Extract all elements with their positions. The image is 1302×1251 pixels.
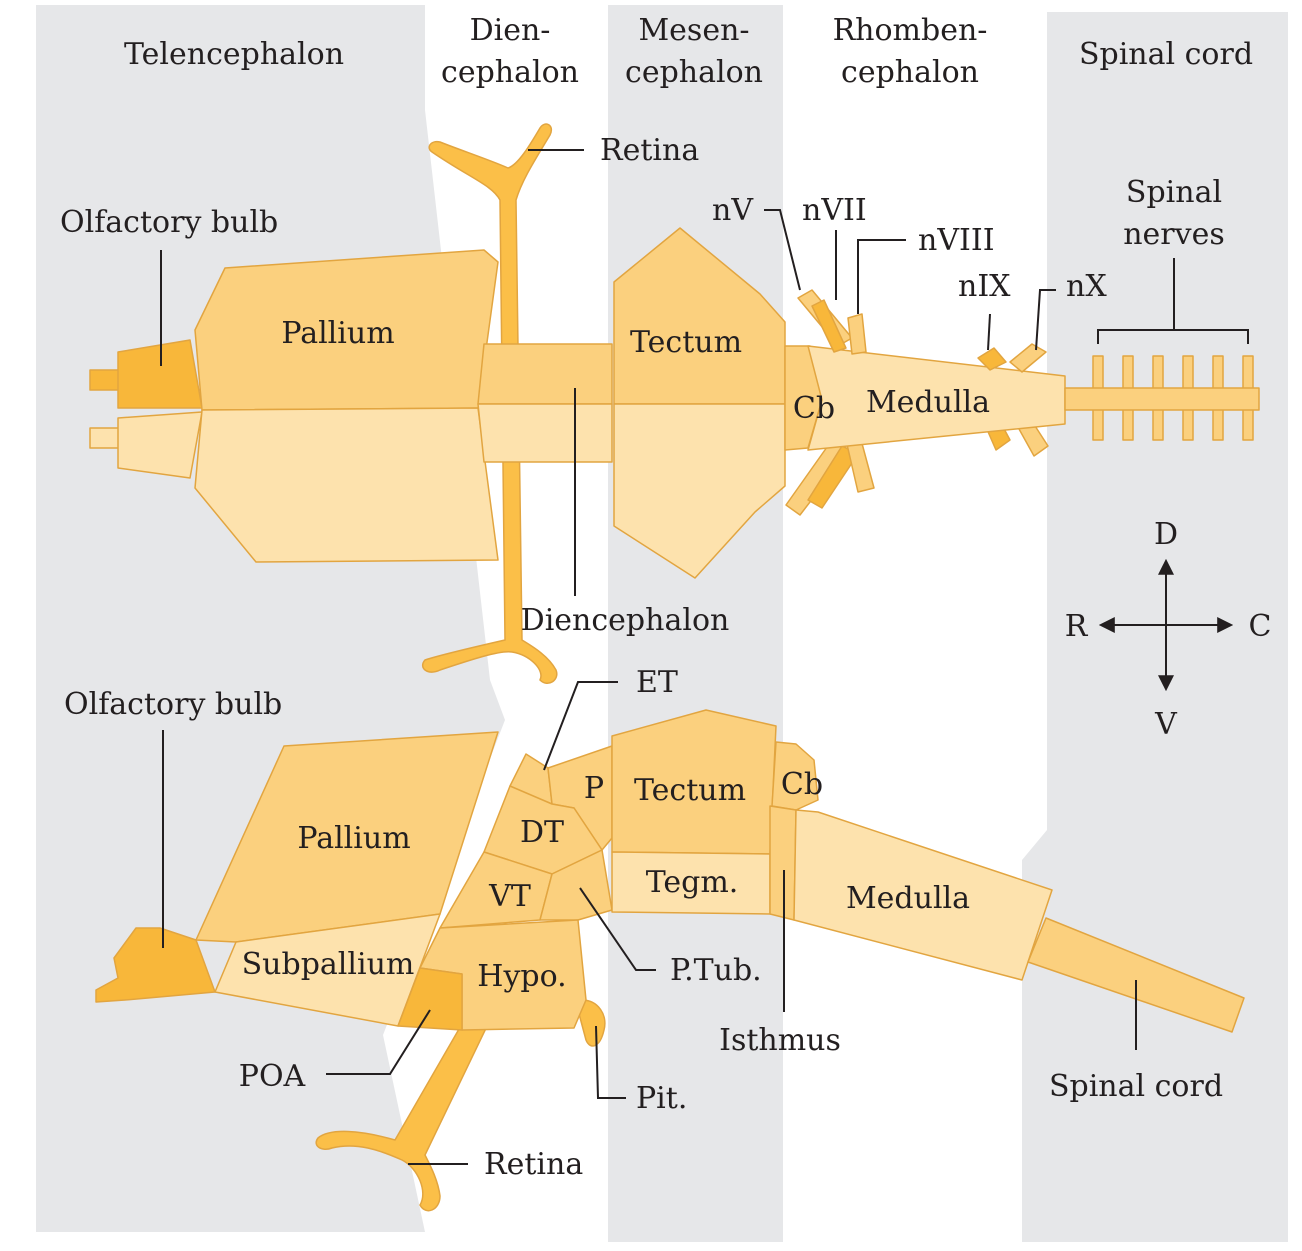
lateral-label-vt: VT xyxy=(488,879,531,914)
dorsal-label-pallium: Pallium xyxy=(281,316,394,351)
lateral-label-dt: DT xyxy=(520,815,564,850)
lateral-label-pit: Pit. xyxy=(636,1081,687,1116)
dorsal-nerve-nVII xyxy=(811,299,847,353)
dorsal-diencephalon-upper xyxy=(477,343,613,405)
dorsal-label-olfactory-bulb: Olfactory bulb xyxy=(60,205,278,240)
lateral-poa xyxy=(397,967,463,1031)
leader-lateral-pit xyxy=(595,1025,626,1099)
label-spinal-nerves-line1: Spinal xyxy=(1126,175,1222,210)
header-rhombencephalon-line1: Rhomben- xyxy=(833,13,988,48)
lateral-ptub xyxy=(539,849,613,921)
lateral-label-medulla: Medulla xyxy=(846,881,970,916)
compass-d: D xyxy=(1154,517,1178,552)
label-nVII: nVII xyxy=(802,193,867,228)
lateral-label-cb: Cb xyxy=(781,767,823,802)
lateral-label-olfactory-bulb: Olfactory bulb xyxy=(64,687,282,722)
compass-v: V xyxy=(1154,707,1178,742)
header-diencephalon-line1: Dien- xyxy=(470,13,551,48)
dorsal-nerve-nVIII xyxy=(847,313,867,355)
header-mesencephalon-line1: Mesen- xyxy=(638,13,749,48)
label-nVIII: nVIII xyxy=(918,223,995,258)
lateral-label-ptub: P.Tub. xyxy=(670,953,762,988)
orientation-compass: D V R C xyxy=(1065,517,1272,742)
dorsal-nerve-nIX xyxy=(977,347,1007,371)
lateral-label-isthmus: Isthmus xyxy=(719,1023,841,1058)
dorsal-olfactory-tip-lower xyxy=(89,427,121,449)
dorsal-optic-nerve xyxy=(421,123,558,684)
lateral-label-tectum: Tectum xyxy=(634,773,746,808)
dorsal-label-retina: Retina xyxy=(600,133,699,168)
label-nV: nV xyxy=(712,193,754,228)
label-nX: nX xyxy=(1066,269,1107,304)
leader-nV xyxy=(764,209,801,291)
leader-lateral-ptub xyxy=(579,887,656,971)
dorsal-label-diencephalon: Diencephalon xyxy=(521,603,730,638)
dorsal-spinal-cord xyxy=(1064,355,1260,441)
dorsal-diencephalon-lower xyxy=(477,403,613,463)
leader-lateral-poa xyxy=(326,1009,431,1075)
header-diencephalon-line2: cephalon xyxy=(441,55,579,90)
compass-r: R xyxy=(1065,609,1089,644)
lateral-view: Olfactory bulb Pallium Subpallium ET P D… xyxy=(64,665,1245,1212)
header-spinal-cord: Spinal cord xyxy=(1079,37,1253,72)
header-rhombencephalon-line2: cephalon xyxy=(841,55,979,90)
lateral-pituitary xyxy=(577,999,606,1047)
leader-nIX xyxy=(987,313,991,351)
lateral-label-hypo: Hypo. xyxy=(477,959,566,994)
dorsal-olfactory-tip-upper xyxy=(89,369,121,391)
label-nIX: nIX xyxy=(958,269,1011,304)
dorsal-label-cb: Cb xyxy=(793,391,835,426)
region-headers: Telencephalon Dien- cephalon Mesen- ceph… xyxy=(124,13,1253,90)
mesencephalon-band xyxy=(608,5,783,1242)
lateral-olfactory-bulb xyxy=(95,927,216,1003)
dorsal-view: Retina Olfactory bulb Pallium Tectum Cb … xyxy=(60,123,1260,684)
lateral-label-et: ET xyxy=(636,665,678,700)
lateral-label-p: P xyxy=(584,771,604,806)
lateral-label-pallium: Pallium xyxy=(297,821,410,856)
dorsal-label-tectum: Tectum xyxy=(630,325,742,360)
leader-nVIII xyxy=(857,239,906,314)
lateral-spinal-cord xyxy=(1027,917,1245,1033)
dorsal-nerve-nX xyxy=(1009,343,1047,373)
lateral-optic-nerve xyxy=(315,1009,491,1212)
leader-nX xyxy=(1035,289,1056,351)
header-mesencephalon-line2: cephalon xyxy=(625,55,763,90)
dorsal-pallium-lower xyxy=(194,407,499,563)
lateral-label-poa: POA xyxy=(239,1059,306,1094)
header-telencephalon: Telencephalon xyxy=(124,37,344,72)
lateral-label-retina: Retina xyxy=(484,1147,583,1182)
telencephalon-band xyxy=(36,5,505,1232)
lateral-label-tegm: Tegm. xyxy=(646,865,739,900)
leader-lateral-et xyxy=(543,681,618,771)
lateral-label-subpallium: Subpallium xyxy=(242,947,415,982)
label-spinal-nerves-line2: nerves xyxy=(1123,217,1225,252)
lateral-label-spinal-cord: Spinal cord xyxy=(1049,1069,1223,1104)
dorsal-olfactory-bulb-lower xyxy=(117,411,203,479)
compass-c: C xyxy=(1249,609,1272,644)
lateral-medulla xyxy=(793,809,1053,981)
dorsal-spinal-cord-body xyxy=(1064,387,1260,411)
dorsal-label-medulla: Medulla xyxy=(866,385,990,420)
